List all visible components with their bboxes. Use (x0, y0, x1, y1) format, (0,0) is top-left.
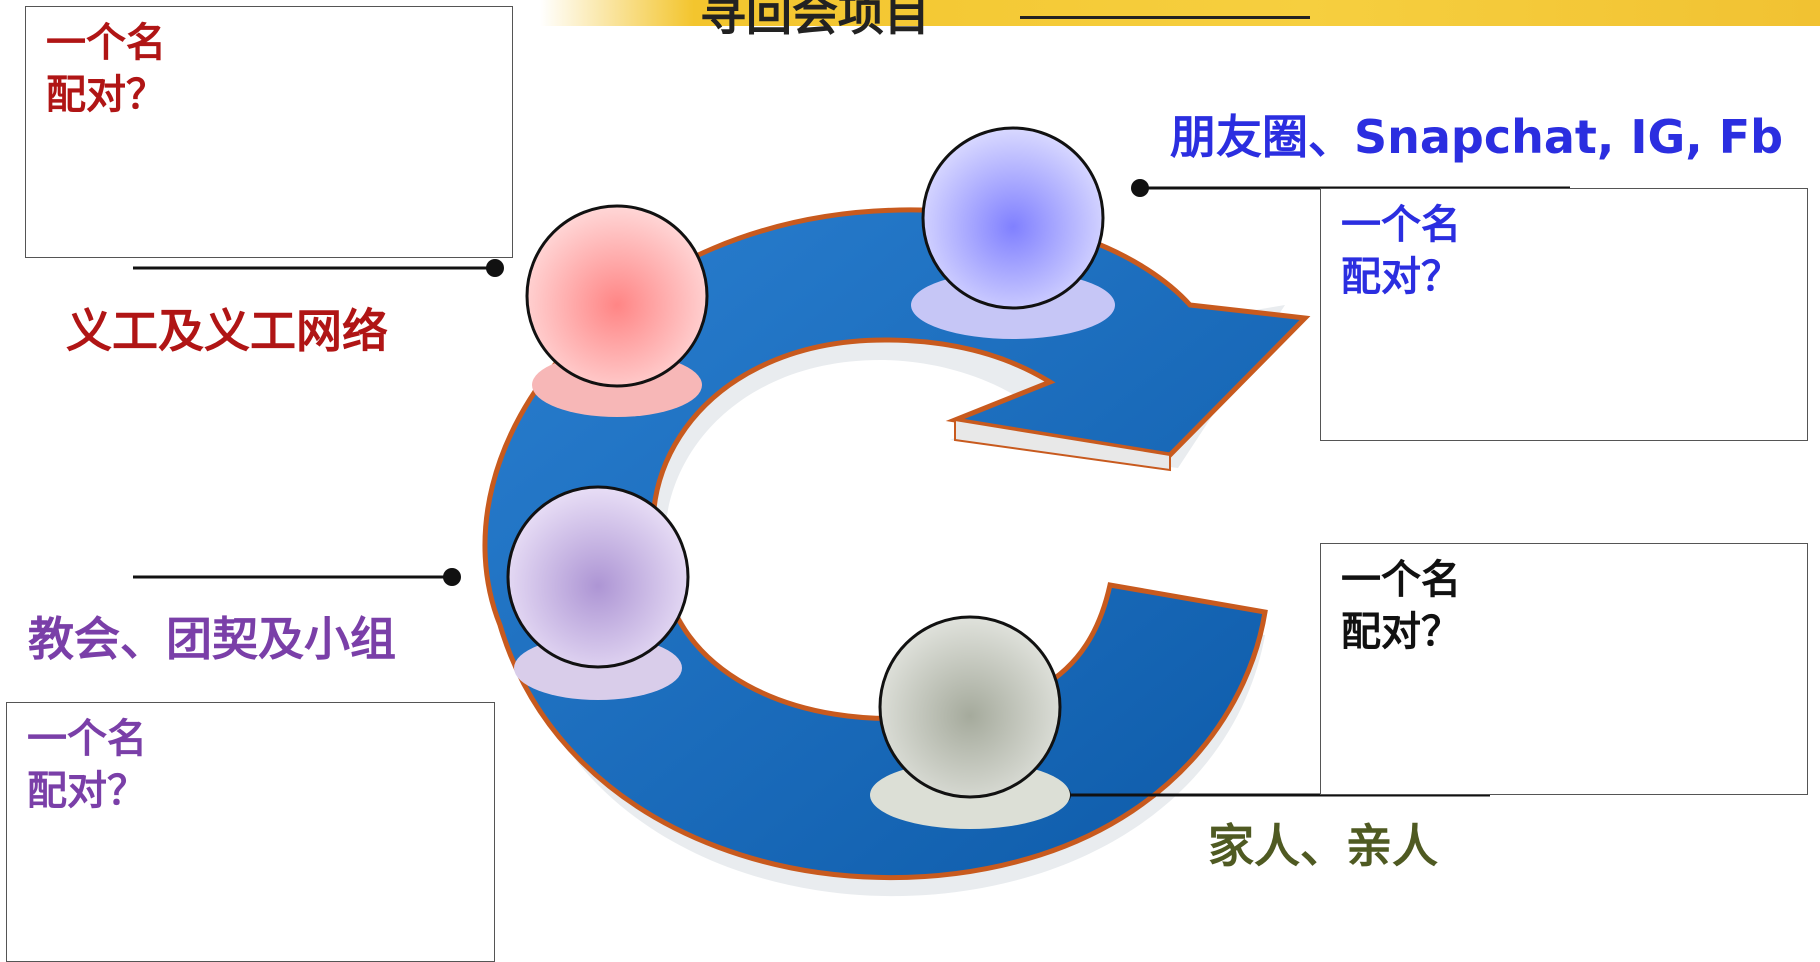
box-church-line1: 一个名 (27, 716, 147, 762)
pointer-dot-social (1131, 179, 1149, 197)
box-church: 一个名 配对？ (6, 702, 495, 962)
box-volunteer: 一个名 配对？ (25, 6, 513, 258)
title-highlight-band (540, 0, 1820, 26)
box-social: 一个名 配对？ (1320, 188, 1808, 441)
page-title: 寻回会项目 (700, 0, 930, 41)
box-social-line2: 配对？ (1341, 254, 1461, 300)
label-volunteer: 义工及义工网络 (66, 304, 388, 358)
box-family: 一个名 配对？ (1320, 543, 1808, 795)
ball-family (878, 615, 1062, 799)
box-family-line1: 一个名 (1341, 557, 1461, 603)
box-family-line2: 配对？ (1341, 609, 1461, 655)
box-church-line2: 配对？ (27, 768, 147, 814)
ball-church (506, 485, 690, 669)
title-blank-line (1020, 16, 1310, 19)
box-volunteer-line2: 配对？ (46, 72, 166, 118)
ball-volunteer (525, 204, 709, 388)
arrowhead-side (954, 418, 1171, 472)
pointer-dot-volunteer (486, 259, 504, 277)
label-church: 教会、团契及小组 (28, 612, 396, 666)
label-social: 朋友圈、Snapchat, IG, Fb (1170, 110, 1784, 164)
box-volunteer-line1: 一个名 (46, 20, 166, 66)
box-social-line1: 一个名 (1341, 202, 1461, 248)
label-family: 家人、亲人 (1208, 819, 1438, 873)
ball-social (921, 126, 1105, 310)
pointer-dot-church (443, 568, 461, 586)
